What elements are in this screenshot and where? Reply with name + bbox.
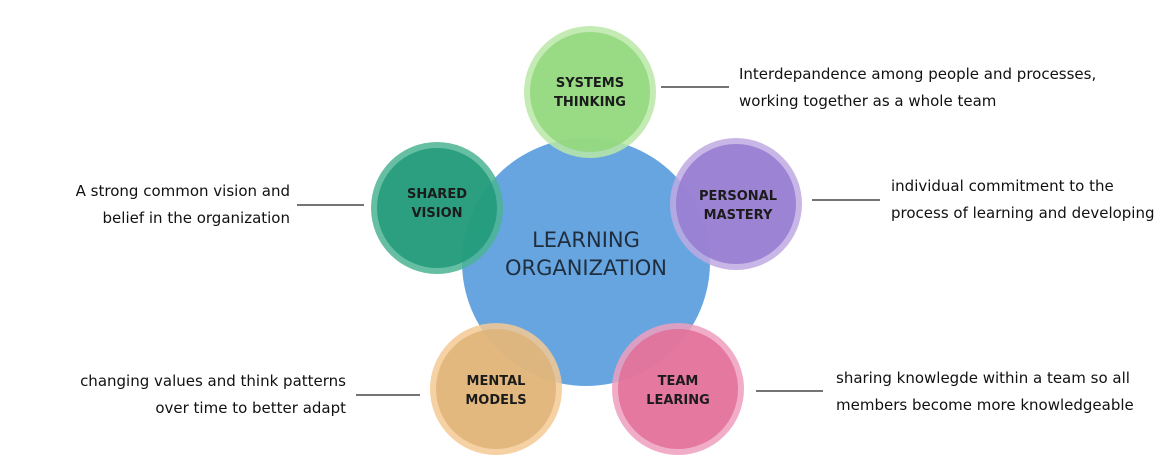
personal-mastery-description-line2: process of learning and developing <box>891 204 1155 222</box>
personal-mastery-description-line1: individual commitment to the <box>891 177 1114 195</box>
node-team-learing: TEAM LEARING <box>612 323 744 455</box>
personal-mastery-description: individual commitment to the process of … <box>891 173 1155 227</box>
systems-thinking-description-line1: Interdepandence among people and process… <box>739 65 1097 83</box>
mental-models-description: changing values and think patterns over … <box>80 368 346 422</box>
team-learing-description: sharing knowlegde within a team so all m… <box>836 365 1134 419</box>
personal-mastery-circle <box>676 144 796 264</box>
systems-thinking-circle <box>530 32 650 152</box>
mental-models-description-line1: changing values and think patterns <box>80 372 346 390</box>
mental-models-label-line2: MODELS <box>465 393 526 408</box>
node-mental-models: MENTAL MODELS <box>430 323 562 455</box>
shared-vision-description-line1: A strong common vision and <box>75 182 290 200</box>
systems-thinking-label-line2: THINKING <box>554 95 626 110</box>
center-circle <box>462 138 710 386</box>
shared-vision-description-line2: belief in the organization <box>102 209 290 227</box>
node-shared-vision: SHARED VISION <box>371 142 503 274</box>
mental-models-description-line2: over time to better adapt <box>155 399 346 417</box>
systems-thinking-label-line1: SYSTEMS <box>556 76 624 91</box>
node-personal-mastery: PERSONAL MASTERY <box>670 138 802 270</box>
personal-mastery-label-line1: PERSONAL <box>699 189 777 204</box>
team-learing-label-line1: TEAM <box>658 374 699 389</box>
systems-thinking-description-line2: working together as a whole team <box>739 92 997 110</box>
shared-vision-label-line2: VISION <box>411 206 462 221</box>
team-learing-label-line2: LEARING <box>646 393 710 408</box>
team-learing-description-line1: sharing knowlegde within a team so all <box>836 369 1130 387</box>
personal-mastery-label-line2: MASTERY <box>704 208 773 223</box>
mental-models-circle <box>436 329 556 449</box>
team-learing-description-line2: members become more knowledgeable <box>836 396 1134 414</box>
systems-thinking-description: Interdepandence among people and process… <box>739 61 1096 115</box>
shared-vision-description: A strong common vision and belief in the… <box>76 178 290 232</box>
team-learing-circle <box>618 329 738 449</box>
center-label-line2: ORGANIZATION <box>505 256 667 280</box>
shared-vision-label-line1: SHARED <box>407 187 467 202</box>
node-systems-thinking: SYSTEMS THINKING <box>524 26 656 158</box>
center-label-line1: LEARNING <box>532 228 640 252</box>
shared-vision-circle <box>377 148 497 268</box>
mental-models-label-line1: MENTAL <box>467 374 526 389</box>
